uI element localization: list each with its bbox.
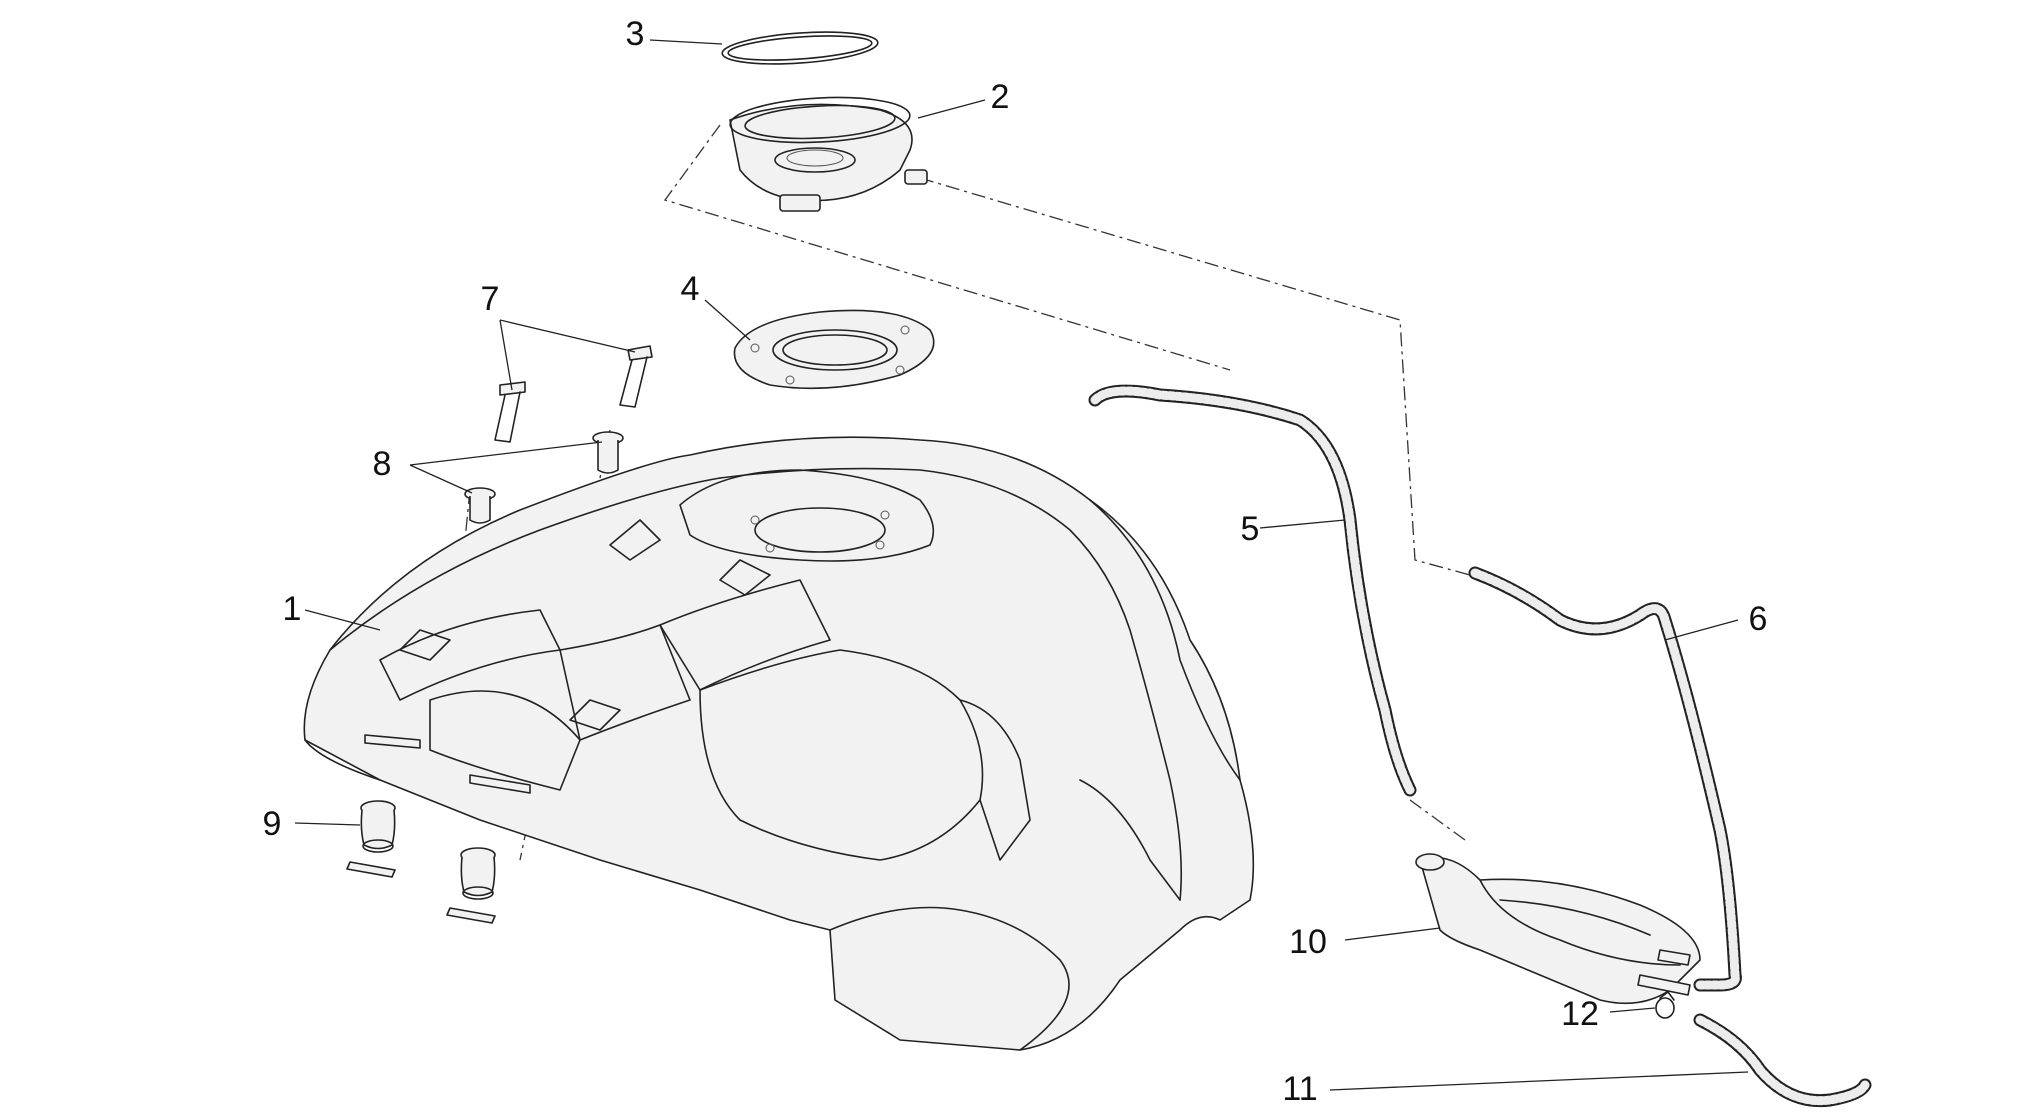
callout-10: 10: [1289, 923, 1327, 961]
hose-clamp: [1655, 991, 1675, 1019]
callout-4: 4: [681, 270, 700, 308]
vent-hose: [1088, 384, 1417, 797]
tank-bolts: [494, 345, 653, 443]
callout-1: 1: [283, 590, 302, 628]
callout-numbers: 1 2 3 4 5 6 7 8 9 10 11 12: [263, 15, 1768, 1108]
callout-7: 7: [481, 280, 500, 318]
o-ring-seal: [721, 31, 879, 65]
leader-lines: [294, 39, 1749, 1091]
callout-5: 5: [1241, 510, 1260, 548]
callout-12: 12: [1561, 995, 1599, 1033]
callout-8: 8: [373, 445, 392, 483]
tank-bushings: [464, 431, 624, 524]
flange-gasket: [733, 309, 935, 390]
callout-11: 11: [1282, 1070, 1317, 1108]
callout-9: 9: [263, 805, 282, 843]
fuel-pump-flange: [729, 96, 928, 212]
fuel-tank-body: [303, 436, 1255, 1051]
drain-hose: [1468, 566, 1742, 992]
overflow-hose: [1693, 1013, 1872, 1108]
callout-2: 2: [991, 78, 1010, 116]
filler-drain-tray: [1415, 853, 1701, 1005]
callout-6: 6: [1749, 600, 1768, 638]
callout-3: 3: [626, 15, 645, 53]
rubber-mounts: [346, 800, 496, 924]
